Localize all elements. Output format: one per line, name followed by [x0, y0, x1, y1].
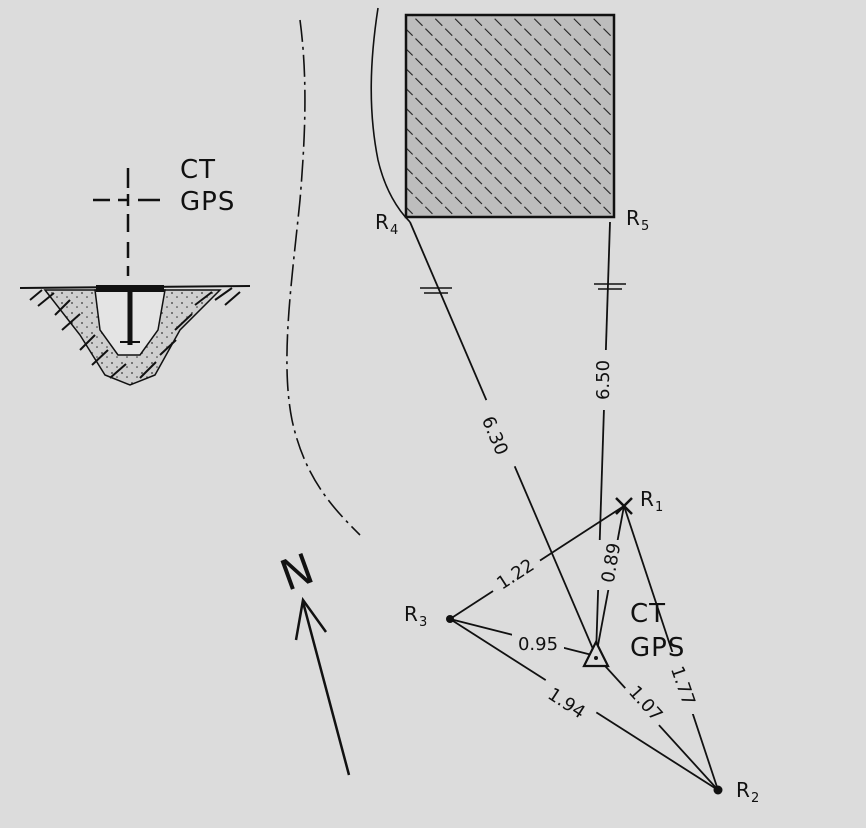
- svg-text:R: R: [626, 206, 640, 230]
- point-r3: R 3: [404, 602, 454, 630]
- svg-text:R: R: [640, 487, 654, 511]
- north-label: N: [274, 544, 320, 601]
- wall-symbols: [420, 283, 626, 294]
- svg-text:R: R: [404, 602, 418, 626]
- north-arrow: N: [274, 544, 351, 776]
- marker-label-gps: GPS: [180, 187, 235, 217]
- svg-text:3: 3: [419, 615, 427, 630]
- svg-text:5: 5: [641, 219, 649, 234]
- svg-text:R: R: [375, 210, 389, 234]
- point-r4: R 4: [375, 210, 398, 238]
- point-r1: R 1: [615, 487, 663, 515]
- cross-mark-icon: [615, 497, 633, 515]
- svg-text:R: R: [736, 778, 750, 802]
- distance-r5-station: 6.50: [593, 360, 614, 400]
- point-r5: R 5: [626, 206, 649, 234]
- arrow-up-icon: [294, 596, 351, 776]
- line-r1-r2: [623, 505, 719, 791]
- svg-text:2: 2: [751, 791, 759, 806]
- station-point: CT GPS: [582, 599, 685, 668]
- station-label-gps: GPS: [630, 633, 685, 663]
- distance-r3-station: 0.95: [518, 634, 558, 655]
- triangle-icon: [582, 639, 610, 668]
- point-r2: R 2: [713, 778, 759, 806]
- ground-section: [19, 285, 251, 386]
- svg-text:4: 4: [390, 223, 398, 238]
- marker-label-ct: CT: [180, 155, 216, 185]
- station-label-ct: CT: [630, 599, 666, 629]
- crosshair-icon: [93, 168, 160, 276]
- building: [404, 13, 616, 219]
- svg-text:1: 1: [655, 500, 663, 515]
- marker-detail: CT GPS: [19, 155, 251, 386]
- road-edges: [286, 7, 411, 536]
